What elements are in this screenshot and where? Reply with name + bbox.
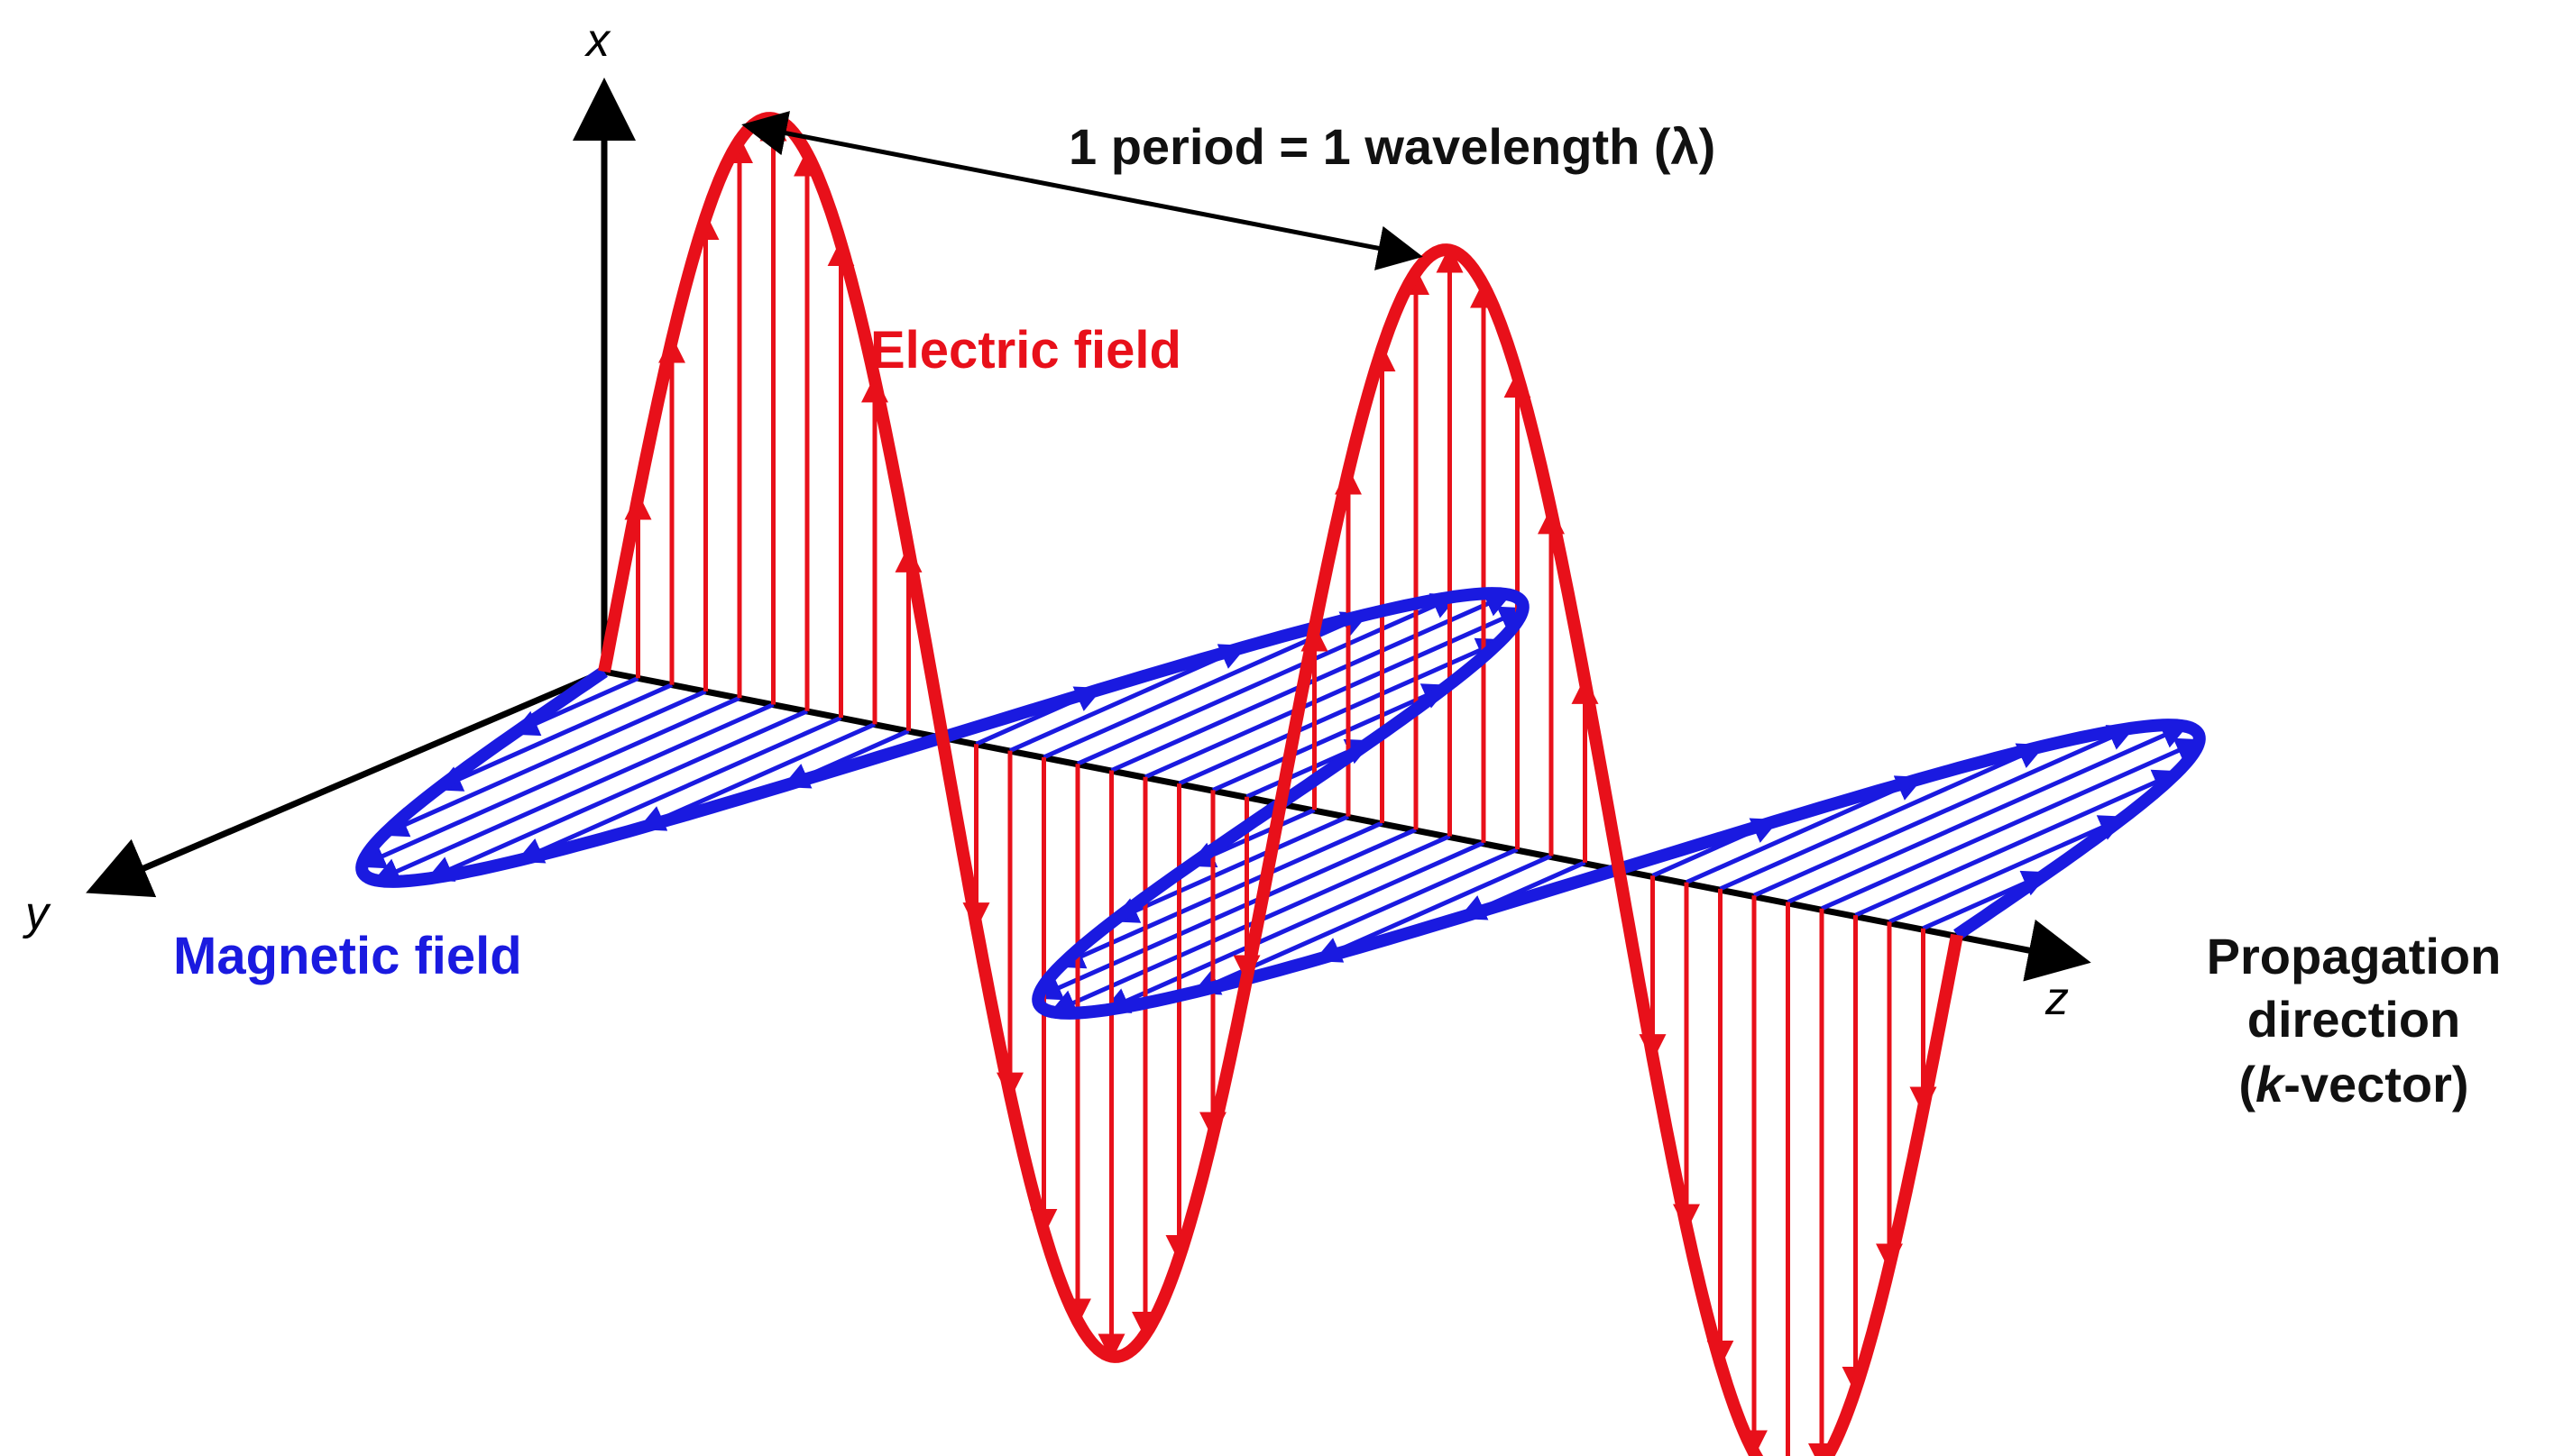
propagation-line-2: direction (2247, 991, 2460, 1048)
magnetic-field-label: Magnetic field (173, 927, 522, 985)
magnetic-field-vector (1076, 593, 1460, 766)
magnetic-field-vector (1787, 722, 2190, 904)
magnetic-field-vector (1719, 743, 2046, 892)
propagation-label: Propagation direction (k-vector) (2207, 928, 2502, 1113)
magnetic-field-vector (1056, 820, 1383, 969)
propagation-line-3: (k-vector) (2238, 1056, 2468, 1113)
magnetic-field-vector (1854, 769, 2182, 918)
magnetic-field-vector (1211, 683, 1451, 792)
z-axis-label: z (2044, 973, 2069, 1025)
magnetic-field-vector (1034, 827, 1418, 1001)
magnetic-field-vector (1752, 725, 2136, 898)
magnetic-field-vector (1820, 737, 2204, 911)
propagation-line-1: Propagation (2207, 928, 2502, 984)
magnetic-field-vector (357, 695, 741, 869)
k-symbol: k (2255, 1056, 2286, 1113)
magnetic-field-vector (372, 702, 775, 884)
magnetic-field-vector (1110, 814, 1350, 923)
magnetic-field-vector (425, 709, 809, 882)
z-axis (603, 668, 2091, 982)
electric-field-label: Electric field (870, 321, 1181, 380)
magnetic-field-vector (434, 682, 674, 792)
magnetic-field-vector (1178, 637, 1505, 786)
axes (86, 78, 2091, 982)
magnetic-field-vector (380, 689, 707, 838)
magnetic-field-vector (1101, 840, 1485, 1013)
magnetic-field-vector (1144, 606, 1528, 780)
magnetic-field-vector (515, 715, 842, 864)
x-axis-label: x (583, 14, 611, 67)
wavelength-label: 1 period = 1 wavelength (λ) (1069, 118, 1715, 175)
k-vector-rest: -vector) (2283, 1056, 2468, 1113)
wavelength-arrow (741, 111, 1423, 270)
y-axis (86, 668, 606, 898)
y-axis-label: y (23, 887, 51, 939)
magnetic-field-vector (1888, 815, 2127, 924)
